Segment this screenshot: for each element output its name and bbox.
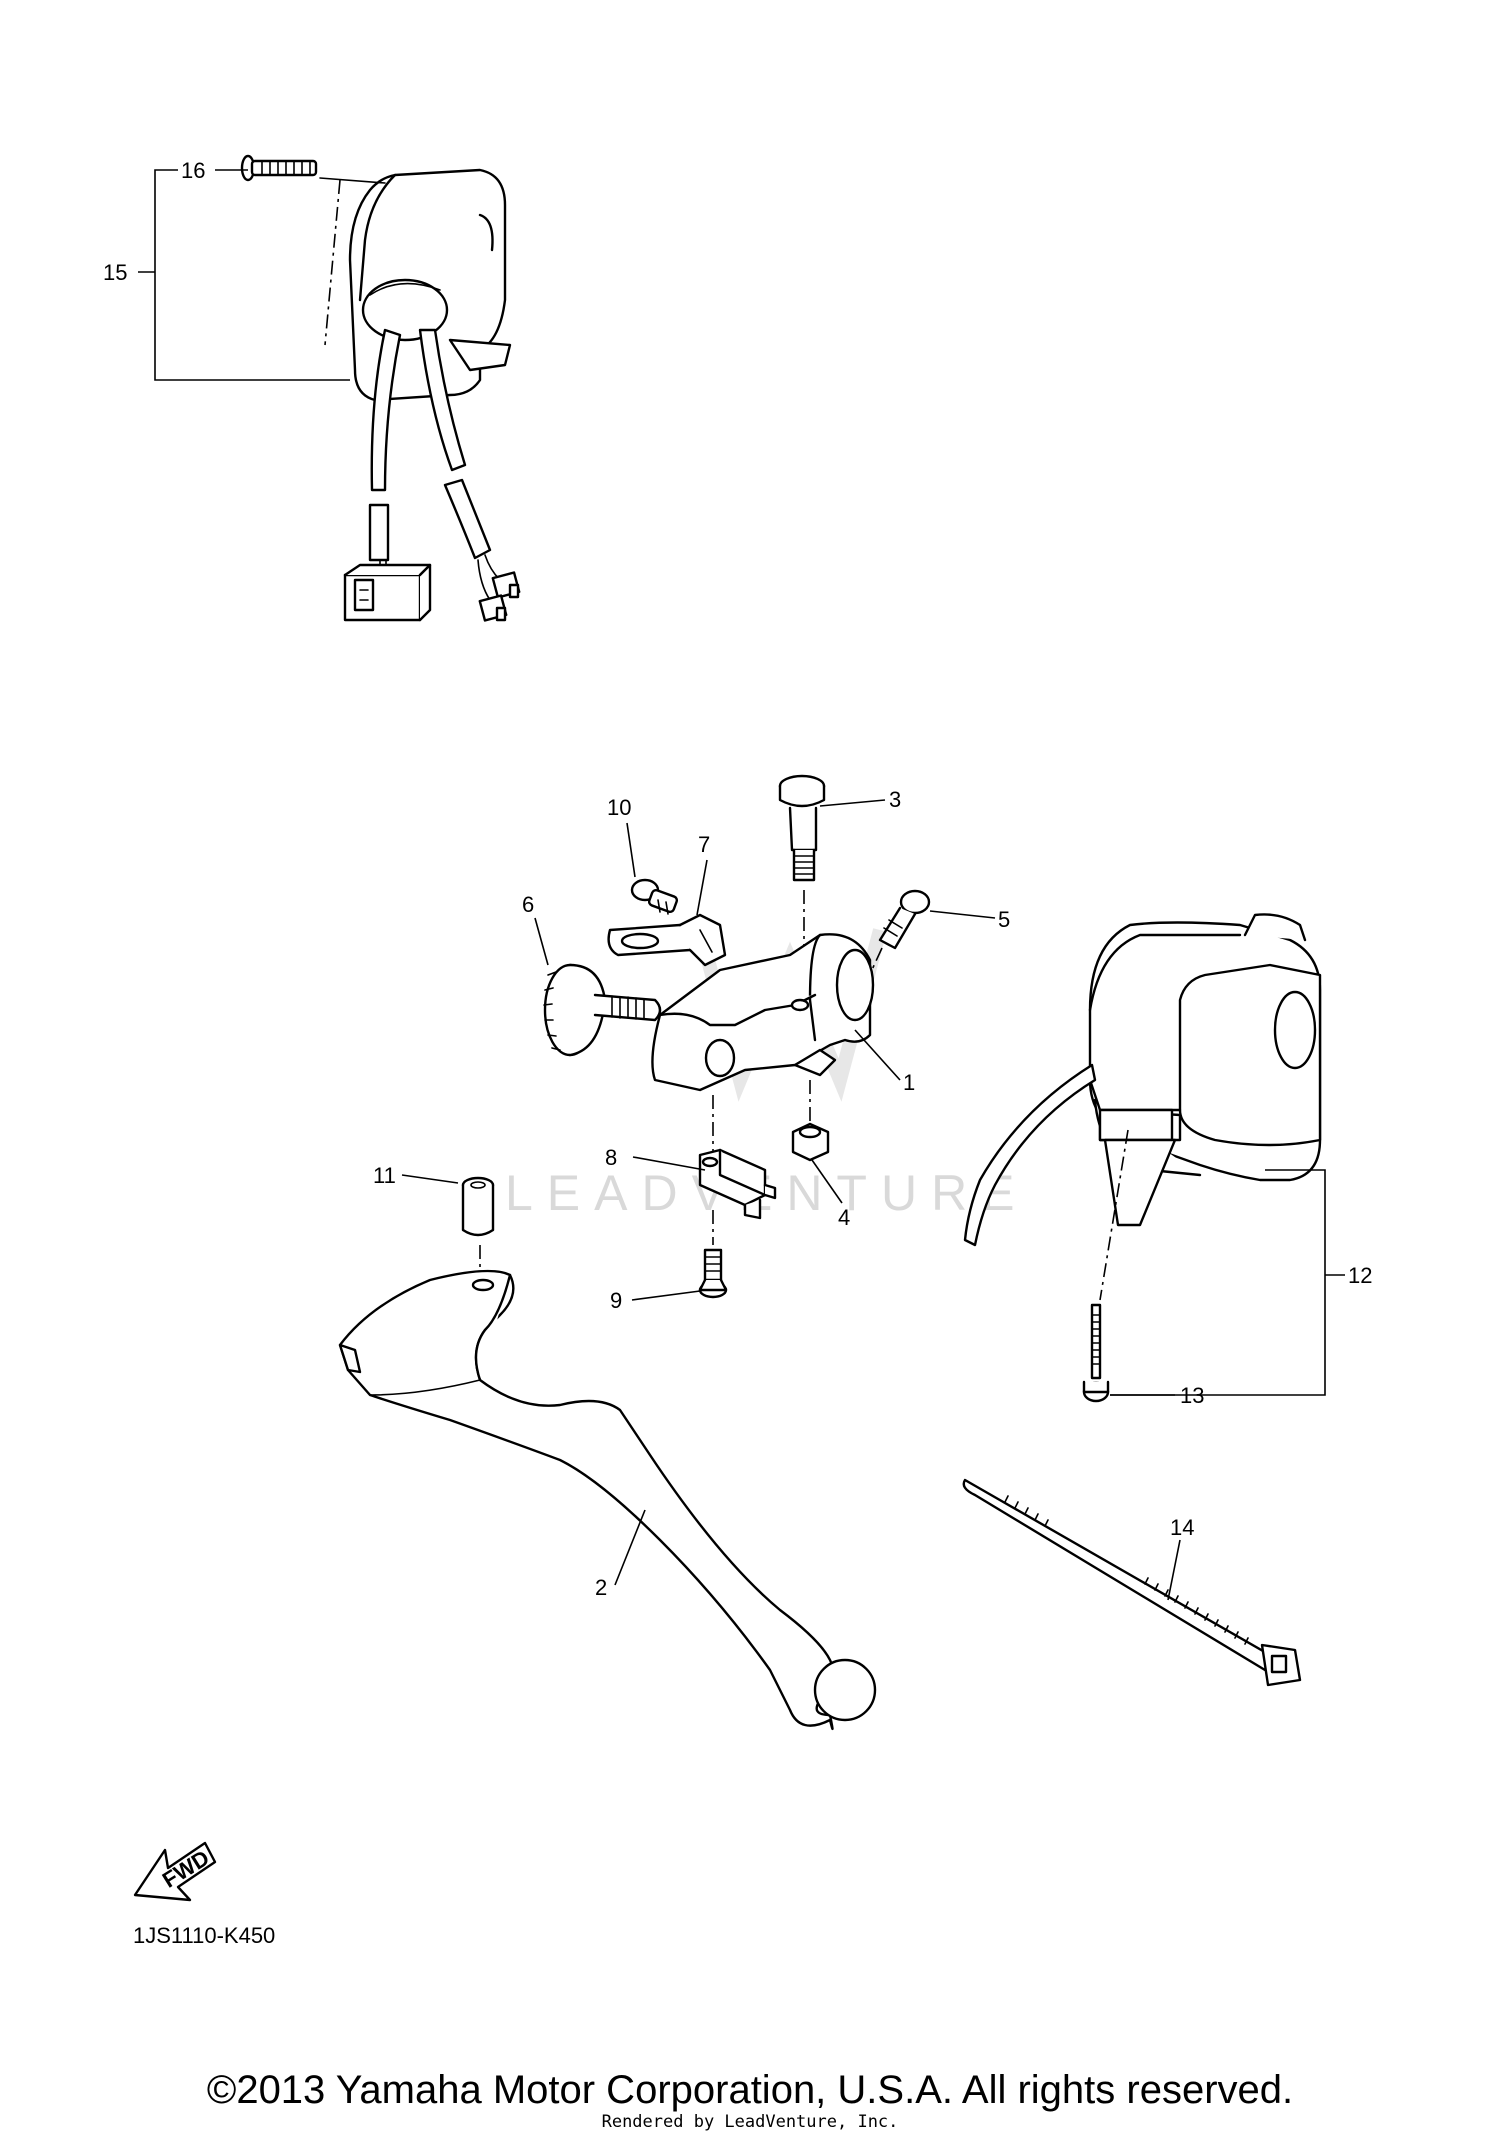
part-9-screw[interactable] — [698, 1248, 728, 1299]
part-1-lever-holder[interactable] — [651, 933, 875, 1092]
part-10-screw[interactable] — [630, 878, 679, 915]
part-15-handlebar-switch-left[interactable] — [240, 154, 521, 622]
part-8-switch[interactable] — [698, 1148, 777, 1220]
part-11-collar[interactable] — [461, 1176, 495, 1237]
callout-10: 10 — [607, 795, 631, 820]
diagram-code: 1JS1110-K450 — [133, 1923, 275, 1948]
part-14-cable-tie[interactable] — [962, 1478, 1302, 1687]
part-16-screw[interactable] — [240, 154, 318, 182]
callout-2: 2 — [595, 1575, 607, 1600]
callout-15: 15 — [103, 260, 127, 285]
fwd-arrow-icon: FWD — [133, 1841, 217, 1902]
callout-14: 14 — [1170, 1515, 1194, 1540]
callout-16: 16 — [181, 158, 205, 183]
part-6-adjuster[interactable] — [543, 963, 662, 1057]
copyright-notice: ©2013 Yamaha Motor Corporation, U.S.A. A… — [206, 2068, 1294, 2112]
part-13-screw[interactable] — [1082, 1303, 1110, 1403]
callout-1: 1 — [903, 1070, 915, 1095]
part-12-handlebar-switch-right[interactable] — [963, 913, 1322, 1247]
rendered-by-notice: Rendered by LeadVenture, Inc. — [601, 2112, 899, 2132]
callout-7: 7 — [698, 832, 710, 857]
callout-11: 11 — [373, 1163, 396, 1188]
callout-5: 5 — [998, 907, 1010, 932]
callout-13: 13 — [1180, 1383, 1204, 1408]
callout-3: 3 — [889, 787, 901, 812]
callout-4: 4 — [838, 1205, 850, 1230]
part-5-screw[interactable] — [878, 889, 931, 950]
part-2-lever[interactable] — [338, 1269, 877, 1730]
part-4-nut[interactable] — [791, 1122, 830, 1162]
callout-8: 8 — [605, 1145, 617, 1170]
callout-9: 9 — [610, 1288, 622, 1313]
part-3-bolt[interactable] — [778, 774, 826, 882]
part-7-bracket[interactable] — [607, 913, 727, 967]
callout-6: 6 — [522, 892, 534, 917]
callout-12: 12 — [1348, 1263, 1372, 1288]
